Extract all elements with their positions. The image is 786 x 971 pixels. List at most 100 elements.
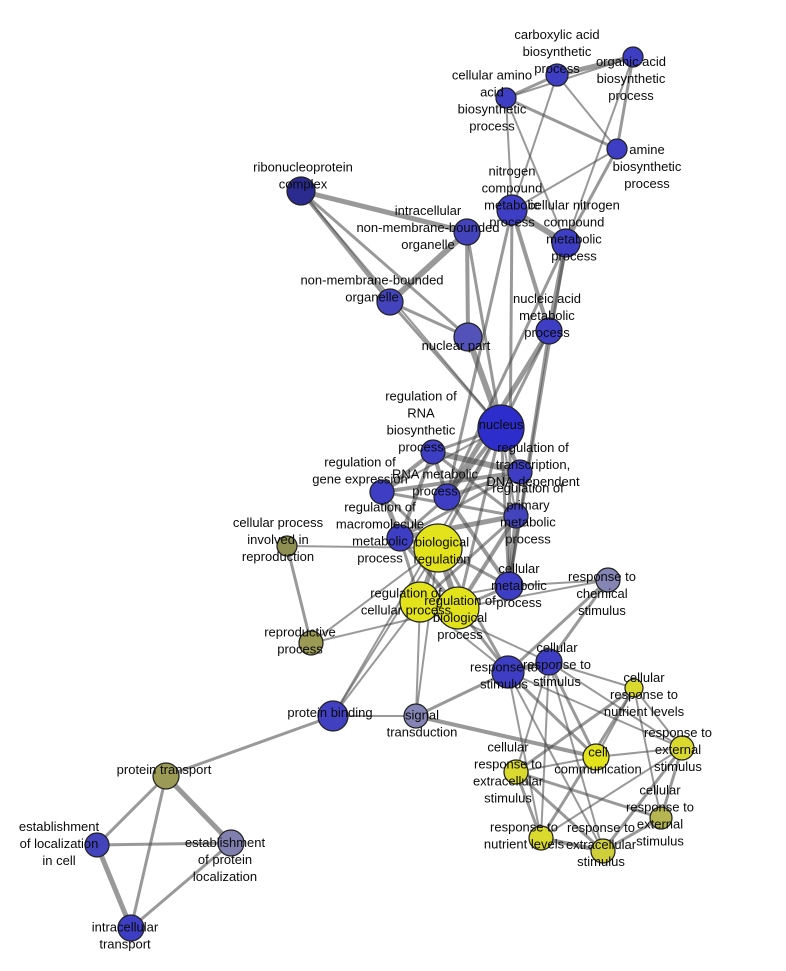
node-response-to-external-stimulus[interactable] [669, 735, 695, 761]
edge [95, 774, 168, 847]
edge [431, 450, 518, 518]
node-label: nuclear part [422, 338, 491, 353]
edge [511, 74, 558, 211]
node-response-to-chemical-stimulus[interactable] [595, 567, 621, 593]
edge [388, 300, 503, 430]
edge [445, 241, 568, 499]
edge [510, 208, 551, 333]
edge [615, 55, 635, 151]
edge [514, 770, 605, 853]
node-regulation-of-biological-process[interactable] [436, 586, 480, 630]
edge [554, 54, 636, 78]
node-cellular-amino-acid-biosynthetic-process[interactable] [495, 87, 517, 109]
edge [564, 147, 619, 245]
node-protein-transport[interactable] [152, 762, 180, 790]
node-cellular-response-to-stimulus[interactable] [535, 648, 563, 676]
node-regulation-of-macromolecule-metabolic-process[interactable] [386, 524, 414, 552]
edge [508, 579, 609, 587]
node-non-membrane-bounded-organelle[interactable] [376, 288, 404, 316]
node-cell-communication[interactable] [582, 743, 610, 771]
edge [514, 770, 663, 820]
edge [507, 671, 683, 749]
node-response-to-stimulus[interactable] [491, 655, 525, 689]
node-organic-acid-biosynthetic-process[interactable] [622, 46, 644, 68]
edge [380, 470, 522, 494]
node-nitrogen-compound-metabolic-process[interactable] [496, 194, 528, 226]
edge [418, 514, 518, 604]
edge [601, 746, 684, 853]
node-cellular-response-to-extracellular-stimulus[interactable] [503, 759, 529, 785]
node-establishment-of-localization-in-cell[interactable] [84, 832, 110, 858]
edge [548, 661, 683, 749]
node-establishment-of-protein-localization[interactable] [217, 829, 245, 857]
node-cellular-nitrogen-compound-metabolic-process[interactable] [551, 228, 581, 258]
edge [465, 230, 503, 430]
node-rna-metabolic-process[interactable] [433, 483, 461, 511]
node-response-to-nutrient-levels[interactable] [528, 825, 554, 851]
edge [504, 96, 619, 151]
node-nuclear-part[interactable] [453, 322, 483, 352]
edge [556, 74, 618, 150]
edge [164, 714, 335, 778]
node-response-to-extracellular-stimulus[interactable] [590, 838, 616, 864]
node-regulation-of-gene-expression[interactable] [369, 479, 395, 505]
node-protein-binding[interactable] [317, 700, 349, 732]
node-cellular-metabolic-process[interactable] [494, 571, 524, 601]
node-cellular-response-to-external-stimulus[interactable] [649, 806, 673, 830]
node-nucleic-acid-metabolic-process[interactable] [535, 317, 563, 345]
node-regulation-of-primary-metabolic-process[interactable] [503, 503, 529, 529]
node-cellular-response-to-nutrient-levels[interactable] [624, 678, 644, 698]
node-label: protein transport [117, 762, 212, 777]
edge [95, 841, 233, 847]
edge [633, 687, 662, 819]
node-biological-regulation[interactable] [413, 523, 463, 573]
node-regulation-of-rna-biosynthetic-process[interactable] [420, 439, 446, 465]
edge [507, 671, 542, 839]
node-intracellular-transport[interactable] [117, 914, 145, 942]
node-reproductive-process[interactable] [298, 630, 324, 656]
node-nucleus[interactable] [477, 404, 525, 452]
edge [163, 773, 234, 846]
edge [332, 601, 421, 717]
node-regulation-of-transcription-dna-dependent[interactable] [507, 459, 533, 485]
edge [332, 427, 502, 717]
node-layer [84, 46, 695, 942]
edge [285, 544, 313, 645]
edge [286, 545, 439, 549]
node-intracellular-non-membrane-bounded-organelle[interactable] [453, 218, 481, 246]
node-amine-biosynthetic-process[interactable] [606, 138, 628, 160]
edge [505, 56, 634, 99]
node-signal-transduction[interactable] [403, 703, 429, 729]
edge [547, 660, 598, 759]
edge [387, 229, 470, 305]
edge [595, 747, 683, 758]
node-carboxylic-acid-biosynthetic-process[interactable] [545, 63, 569, 87]
edge [430, 449, 523, 475]
edge [414, 714, 598, 759]
edge [415, 547, 439, 717]
node-ribonucleoprotein-complex[interactable] [286, 176, 316, 206]
edge [507, 671, 604, 852]
edge [457, 579, 609, 609]
node-cellular-process-involved-in-reproduction[interactable] [276, 535, 298, 557]
